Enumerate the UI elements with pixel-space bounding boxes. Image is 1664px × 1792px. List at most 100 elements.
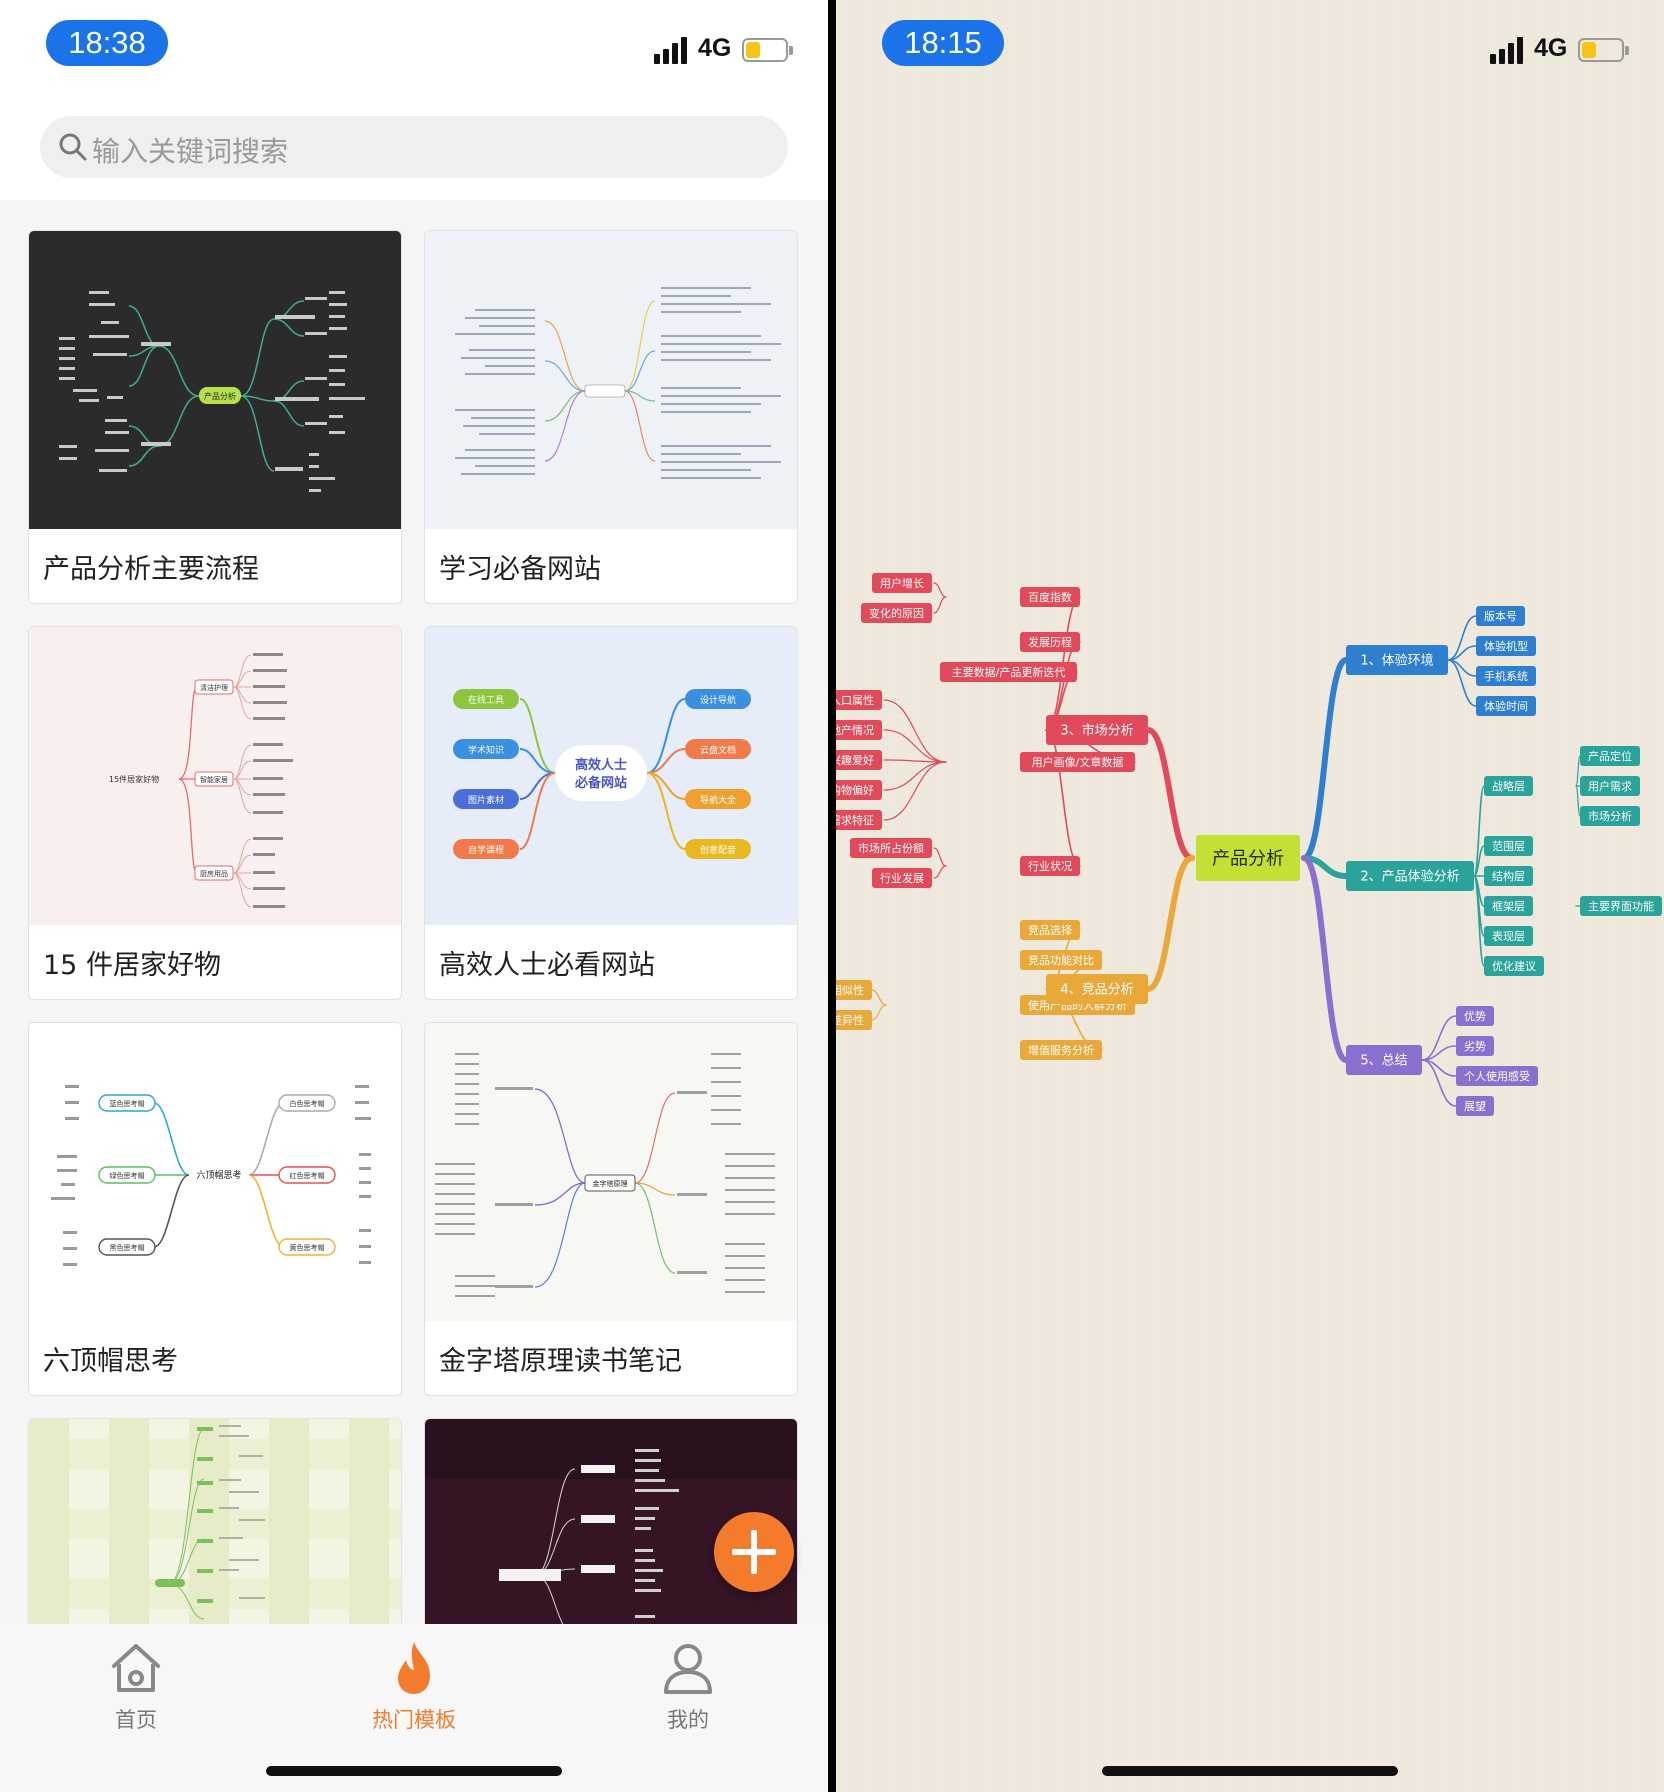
mindmap-child[interactable]: 体验时间 [1476, 696, 1536, 716]
mindmap-branch-label: 3、市场分析 [1060, 723, 1133, 739]
thumb-home-b3: 厨房用品 [200, 869, 228, 878]
thumb-hat-3: 白色思考帽 [290, 1099, 325, 1108]
mindmap-child[interactable]: 版本号 [1476, 606, 1525, 626]
mindmap-child[interactable]: 优化建议 [1484, 956, 1544, 976]
tab-home[interactable]: 首页 [66, 1638, 206, 1734]
thumb-web-left-3: 自学课程 [468, 844, 504, 856]
mindmap-grandchild[interactable]: 产品定位 [1580, 746, 1640, 766]
template-card-pyramid-notes[interactable]: 金字塔原理 金字塔原理读书笔记 [424, 1022, 798, 1396]
mindmap-grandchild[interactable]: 相似性 [836, 980, 872, 1000]
home-indicator [1102, 1766, 1398, 1776]
mindmap-child-label: 战略层 [1492, 779, 1525, 793]
mindmap-child[interactable]: 劣势 [1456, 1036, 1494, 1056]
mindmap-child[interactable]: 战略层 [1484, 776, 1533, 796]
mindmap-child[interactable]: 增值服务分析 [1020, 1040, 1102, 1060]
battery-icon [742, 38, 793, 62]
network-label: 4G [1534, 34, 1568, 62]
template-title: 学习必备网站 [439, 554, 601, 585]
thumb-hats-center: 六顶帽思考 [196, 1169, 241, 1181]
mindmap-child-box [1476, 666, 1536, 686]
grandchild-link [871, 989, 887, 1006]
template-thumbnail: 金字塔原理 [425, 1023, 797, 1321]
mindmap-grandchild[interactable]: 市场所占份额 [850, 838, 932, 858]
template-card-six-hats[interactable]: 蓝色思考帽 绿色思考帽 黑色思考帽 白色思考帽 红色思考帽 黄色思考帽 六顶帽思… [28, 1022, 402, 1396]
mindmap-child[interactable]: 竞品功能对比 [1020, 950, 1102, 970]
mindmap-child[interactable]: 发展历程 [1020, 632, 1080, 652]
template-card-efficient-websites[interactable]: 高效人士 必备网站 在线工具 学术知识 图片素材 自学课程 设计导航 云盘文档 … [424, 626, 798, 1000]
mindmap-grandchild[interactable]: 用户增长 [872, 573, 932, 593]
template-card-product-analysis[interactable]: 产品分析 产品分析主要流程 [28, 230, 402, 604]
mindmap-child[interactable]: 结构层 [1484, 866, 1533, 886]
mindmap-grandchild[interactable]: 兴趣爱好 [836, 750, 882, 770]
template-card-home-goods[interactable]: 清洁护理 智能家居 厨房用品 15件居家好物 15 件居家好物 [28, 626, 402, 1000]
thumb-pyramid-center: 金字塔原理 [593, 1179, 628, 1188]
mindmap-child-label: 竞品选择 [1028, 923, 1072, 937]
mindmap-branch-label: 2、产品体验分析 [1360, 869, 1459, 885]
tab-hot-templates-label: 热门模板 [372, 1708, 456, 1732]
mindmap-child-box [1484, 896, 1533, 916]
mindmap-grandchild[interactable]: 差异性 [836, 1010, 872, 1030]
mindmap-grandchild[interactable]: 用户需求 [1580, 776, 1640, 796]
template-thumbnail: 清洁护理 智能家居 厨房用品 15件居家好物 [29, 627, 401, 925]
tab-profile-label: 我的 [667, 1708, 709, 1732]
mindmap-child[interactable]: 百度指数 [1020, 587, 1080, 607]
mindmap-child[interactable]: 手机系统 [1476, 666, 1536, 686]
thumb-hat-2: 黑色思考帽 [110, 1243, 145, 1252]
mindmap-grandchild-box [836, 810, 882, 830]
mindmap-grandchild-label: 需求特征 [836, 813, 874, 827]
mindmap-child[interactable]: 个人使用感受 [1456, 1066, 1538, 1086]
mindmap-grandchild[interactable]: 购物偏好 [836, 780, 882, 800]
mindmap-child-box [1456, 1006, 1494, 1026]
mindmap-grandchild[interactable]: 主要界面功能 [1580, 896, 1662, 916]
home-icon [112, 1644, 160, 1692]
mindmap-child[interactable]: 表现层 [1484, 926, 1533, 946]
branch-link [1301, 855, 1349, 1063]
mindmap-child[interactable]: 展望 [1456, 1096, 1494, 1116]
mindmap-child-label: 增值服务分析 [1028, 1043, 1094, 1057]
mindmap-child[interactable]: 竞品选择 [1020, 920, 1080, 940]
mindmap-grandchild-box [836, 980, 872, 1000]
tab-profile[interactable]: 我的 [618, 1638, 758, 1734]
mindmap-grandchild[interactable]: 变化的原因 [861, 603, 932, 623]
mindmap-child[interactable]: 体验机型 [1476, 636, 1536, 656]
add-template-button[interactable] [714, 1512, 794, 1592]
mindmap-child-box [1484, 866, 1533, 886]
mindmap-grandchild[interactable]: 市场分析 [1580, 806, 1640, 826]
tab-hot-templates[interactable]: 热门模板 [344, 1638, 484, 1734]
template-card-study-websites[interactable]: 学习必备网站 [424, 230, 798, 604]
mindmap-child[interactable]: 主要数据/产品更新迭代 [940, 662, 1077, 682]
mindmap-child[interactable]: 范围层 [1484, 836, 1533, 856]
thumb-home-b2: 智能家居 [200, 775, 228, 784]
mindmap-child[interactable]: 框架层 [1484, 896, 1533, 916]
mindmap-grandchild-label: 差异性 [836, 1013, 864, 1027]
mindmap-grandchild-box [1580, 776, 1640, 796]
mindmap-child[interactable]: 优势 [1456, 1006, 1494, 1026]
mindmap-grandchild[interactable]: 地产情况 [836, 720, 882, 740]
thumb-web-left-0: 在线工具 [468, 694, 504, 706]
thumb-web-right-1: 云盘文档 [700, 744, 736, 756]
mindmap-root[interactable]: 产品分析 [1196, 835, 1300, 881]
mindmap-child-box [1476, 696, 1536, 716]
search-placeholder: 输入关键词搜索 [92, 135, 289, 168]
mindmap-child-label: 框架层 [1492, 900, 1525, 913]
mindmap-branch[interactable]: 4、竞品分析 [1046, 974, 1148, 1004]
thumb-web-right-3: 创意配音 [700, 844, 736, 856]
mindmap-grandchild[interactable]: 需求特征 [836, 810, 882, 830]
mindmap-child-label: 百度指数 [1028, 590, 1072, 604]
template-title: 15 件居家好物 [43, 950, 221, 981]
mindmap-branch[interactable]: 3、市场分析 [1046, 715, 1148, 745]
mindmap-child-label: 用户画像/文章数据 [1032, 755, 1124, 769]
header: 18:38 4G 输入关键词搜索 [0, 0, 828, 200]
search-input[interactable]: 输入关键词搜索 [40, 116, 788, 178]
mindmap-child[interactable]: 行业状况 [1020, 856, 1080, 876]
mindmap-branch[interactable]: 2、产品体验分析 [1346, 861, 1474, 891]
child-link [1447, 615, 1477, 661]
mindmap-grandchild[interactable]: 行业发展 [872, 868, 932, 888]
mindmap-child[interactable]: 用户画像/文章数据 [1020, 752, 1135, 772]
mindmap-child-box [1020, 632, 1080, 652]
mindmap-branch[interactable]: 1、体验环境 [1346, 645, 1448, 675]
mindmap-grandchild-box [1580, 746, 1640, 766]
mindmap-branch[interactable]: 5、总结 [1346, 1045, 1422, 1075]
mindmap-grandchild[interactable]: 人口属性 [836, 690, 882, 710]
